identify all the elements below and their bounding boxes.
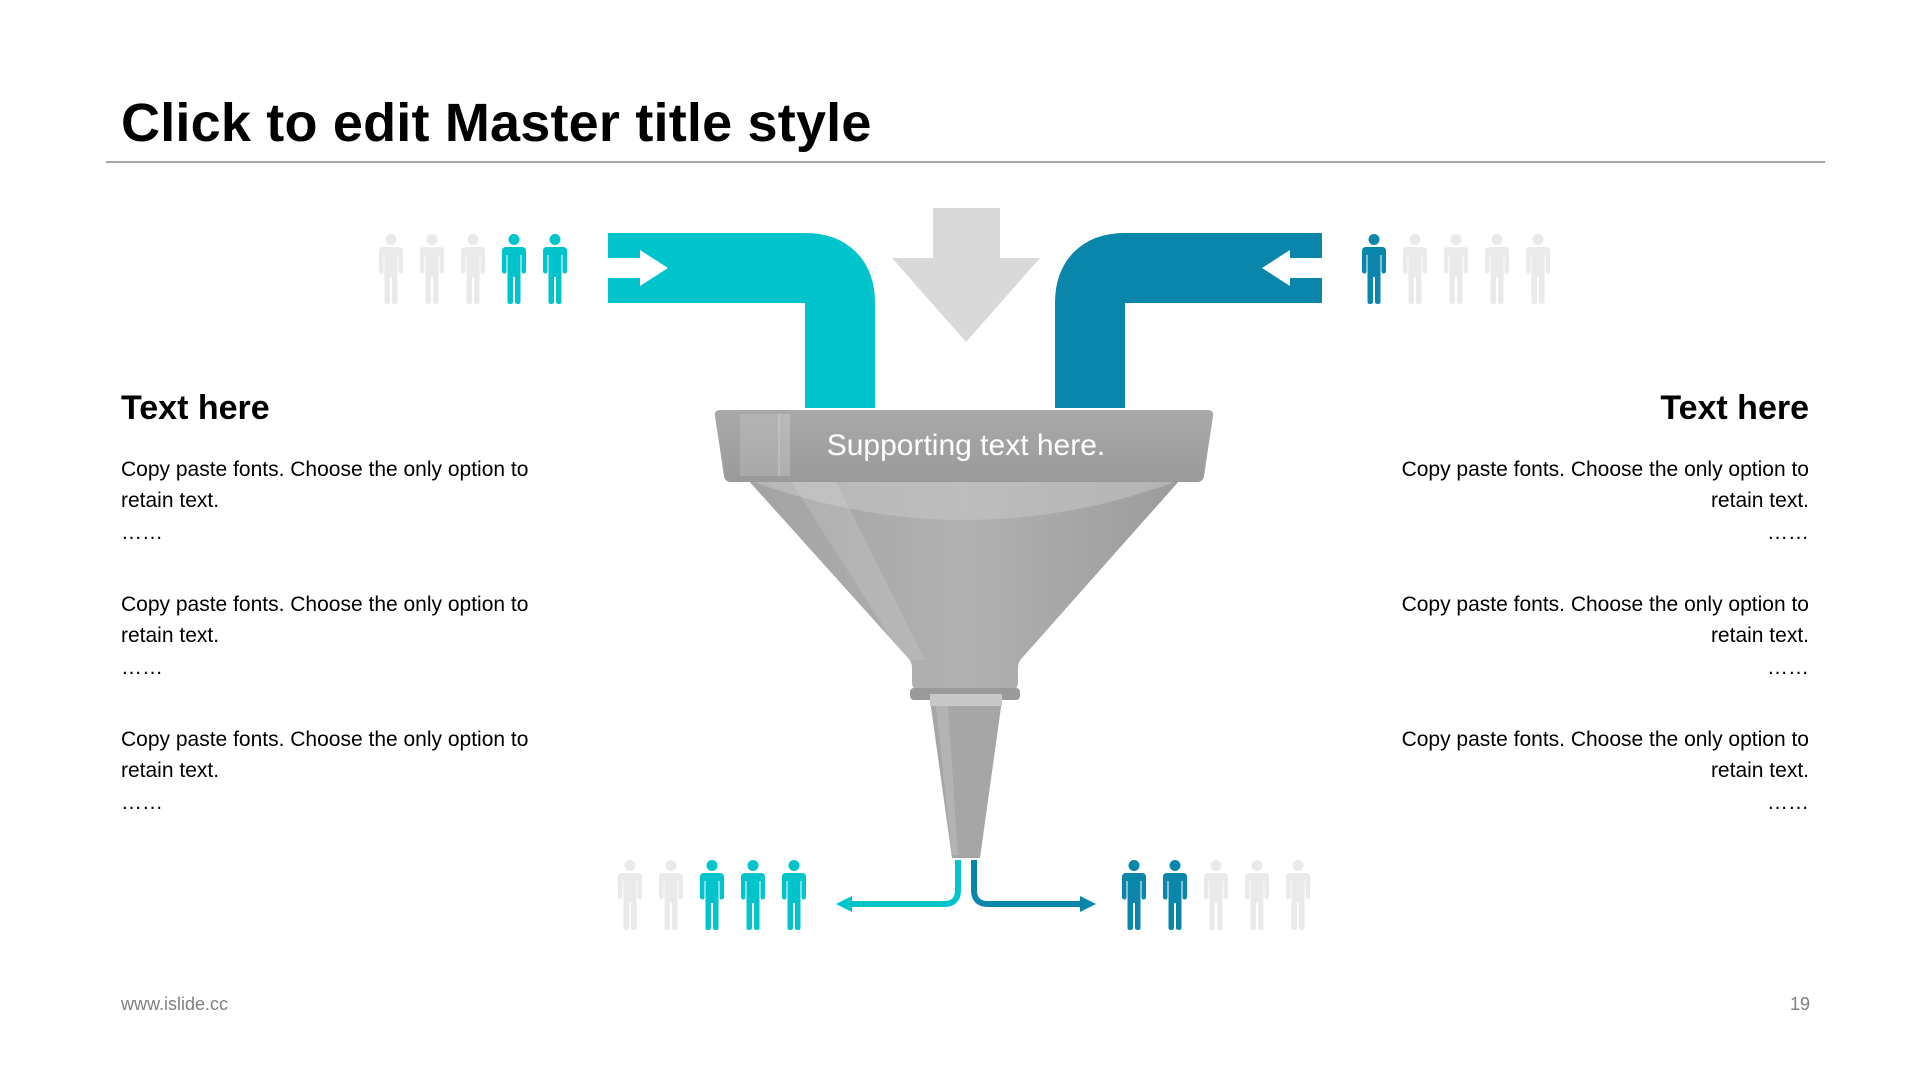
left-inflow-pipe <box>608 233 875 408</box>
left-heading: Text here <box>121 389 270 427</box>
people-group-bottom-left <box>618 860 806 930</box>
item-ellipsis: …… <box>1767 791 1809 814</box>
item-line: Copy paste fonts. Choose the only option… <box>121 593 529 616</box>
person-icon-active <box>1122 860 1146 930</box>
right-text-item-2: Copy paste fonts. Choose the only option… <box>1339 589 1809 685</box>
item-ellipsis: …… <box>1767 521 1809 544</box>
spout-shine <box>936 706 958 855</box>
left-pipe-arrow-icon <box>608 250 668 286</box>
right-text-column: Text here Copy paste fonts. Choose the o… <box>1339 384 1809 859</box>
item-line: retain text. <box>121 489 220 512</box>
person-icon-active <box>782 860 806 930</box>
funnel-supporting-text: Supporting text here. <box>827 429 1106 462</box>
person-icon <box>1403 234 1427 304</box>
item-line: Copy paste fonts. Choose the only option… <box>1401 593 1809 616</box>
funnel-bowl <box>748 480 1180 692</box>
right-pipe-arrow-icon <box>1262 250 1322 286</box>
item-ellipsis: …… <box>121 521 163 544</box>
bottom-right-outflow-arrow <box>971 860 1084 907</box>
slide-title: Click to edit Master title style <box>121 93 872 153</box>
funnel-spout <box>930 700 1002 858</box>
people-group-top-left <box>379 234 567 304</box>
footer-url: www.islide.cc <box>121 994 229 1014</box>
left-text-item-2: Copy paste fonts. Choose the only option… <box>121 589 591 685</box>
person-icon <box>1526 234 1550 304</box>
person-icon <box>1245 860 1269 930</box>
item-ellipsis: …… <box>121 656 163 679</box>
right-text-item-3: Copy paste fonts. Choose the only option… <box>1339 724 1809 820</box>
person-icon <box>659 860 683 930</box>
person-icon-active <box>502 234 526 304</box>
person-icon-active <box>741 860 765 930</box>
funnel-shine <box>790 480 925 660</box>
person-icon-active <box>1362 234 1386 304</box>
person-icon <box>461 234 485 304</box>
funnel-rim <box>714 410 1214 482</box>
person-icon <box>618 860 642 930</box>
item-line: retain text. <box>1710 489 1809 512</box>
person-icon <box>420 234 444 304</box>
right-heading: Text here <box>1660 389 1809 427</box>
people-group-bottom-right <box>1122 860 1310 930</box>
funnel-bowl-highlight <box>748 480 1180 520</box>
person-icon-active <box>543 234 567 304</box>
person-icon <box>1204 860 1228 930</box>
person-icon-active <box>700 860 724 930</box>
left-text-column: Text here Copy paste fonts. Choose the o… <box>121 384 591 859</box>
item-line: Copy paste fonts. Choose the only option… <box>121 458 529 481</box>
item-line: retain text. <box>121 624 220 647</box>
people-group-top-right <box>1362 234 1550 304</box>
spout-ring <box>930 694 1002 706</box>
item-line: retain text. <box>121 759 220 782</box>
person-icon <box>1286 860 1310 930</box>
page-number: 19 <box>1789 994 1810 1014</box>
item-line: retain text. <box>1710 624 1809 647</box>
rim-shine-thin <box>778 414 790 476</box>
item-line: Copy paste fonts. Choose the only option… <box>121 728 529 751</box>
right-text-item-1: Copy paste fonts. Choose the only option… <box>1339 454 1809 550</box>
bottom-right-arrowhead-icon <box>1080 896 1096 912</box>
person-icon-active <box>1163 860 1187 930</box>
item-line: retain text. <box>1710 759 1809 782</box>
item-line: Copy paste fonts. Choose the only option… <box>1401 458 1809 481</box>
person-icon <box>379 234 403 304</box>
title-divider <box>106 161 1825 163</box>
center-down-arrow <box>892 208 1040 342</box>
bottom-left-outflow-arrow <box>848 860 961 907</box>
person-icon <box>1485 234 1509 304</box>
person-icon <box>1444 234 1468 304</box>
right-inflow-pipe <box>1055 233 1322 408</box>
item-line: Copy paste fonts. Choose the only option… <box>1401 728 1809 751</box>
bottom-left-arrowhead-icon <box>836 896 852 912</box>
left-text-item-3: Copy paste fonts. Choose the only option… <box>121 724 591 820</box>
item-ellipsis: …… <box>1767 656 1809 679</box>
rim-shine <box>740 414 780 476</box>
item-ellipsis: …… <box>121 791 163 814</box>
left-text-item-1: Copy paste fonts. Choose the only option… <box>121 454 591 550</box>
